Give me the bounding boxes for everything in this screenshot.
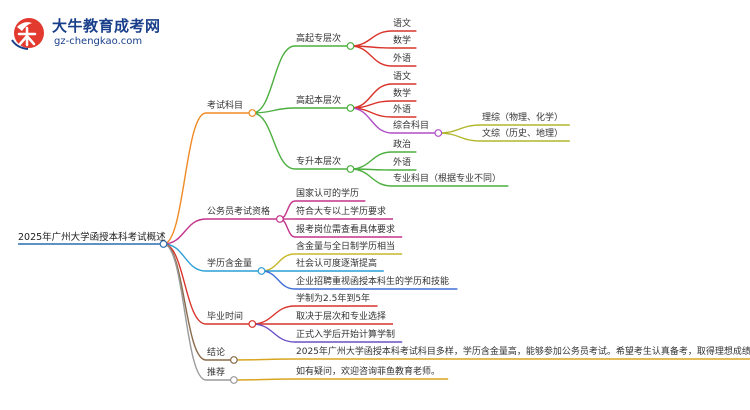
subtopic-connector	[252, 323, 296, 343]
subtopic: 国家认可的学历	[296, 189, 360, 199]
subtopic: 高起专层次	[296, 34, 342, 44]
leaf-connector	[350, 151, 393, 170]
leaf-topic: 外语	[393, 158, 412, 168]
collapse-toggle[interactable]	[346, 165, 355, 173]
subtopic-connector	[233, 358, 296, 361]
subtopic-connector	[252, 107, 296, 114]
subtopic: 企业招聘重视函授本科生的学历和技能	[296, 277, 450, 287]
leaf-topic: 数学	[393, 36, 412, 46]
subtopic: 取决于层次和专业选择	[296, 312, 387, 322]
branch-topic: 结论	[207, 348, 226, 358]
leaf-topic: 外语	[393, 105, 412, 115]
subtopic: 报考岗位需查看具体要求	[296, 225, 396, 235]
collapse-toggle[interactable]	[434, 129, 443, 137]
leaf-connector	[350, 30, 393, 47]
leaf-topic: 政治	[393, 140, 412, 150]
leaf-topic: 专业科目（根据专业不同）	[393, 174, 502, 184]
branch-topic: 考试科目	[207, 101, 244, 111]
leaf-connector	[350, 168, 393, 187]
branch-connector	[163, 243, 207, 381]
collapse-toggle[interactable]	[159, 240, 168, 248]
leaf-topic: 综合科目	[393, 121, 430, 131]
leaf-topic: 外语	[393, 54, 412, 64]
subtopic: 正式入学后开始计算学制	[296, 330, 396, 340]
detail-topic: 理综（物理、化学）	[482, 113, 564, 123]
subtopic: 含金量与全日制学历相当	[296, 242, 396, 252]
leaf-connector	[350, 107, 393, 134]
collapse-toggle[interactable]	[346, 104, 355, 112]
subtopic: 专升本层次	[296, 157, 342, 167]
subtopic: 社会认可度逐渐提高	[296, 259, 378, 269]
subtopic-connector	[261, 270, 296, 290]
branch-connector	[163, 243, 207, 272]
subtopic: 符合大专以上学历要求	[296, 207, 387, 217]
detail-connector	[438, 132, 482, 142]
brand-logo: 大牛教育成考网 gz-chengkao.com	[8, 14, 188, 54]
root-topic: 2025年广州大学函授本科考试概述	[18, 232, 166, 243]
logo-mark-icon	[11, 18, 44, 50]
detail-connector	[438, 124, 482, 134]
subtopic-connector	[252, 45, 296, 114]
detail-topic: 文综（历史、地理）	[482, 129, 564, 139]
leaf-topic: 语文	[393, 72, 412, 82]
collapse-toggle[interactable]	[229, 376, 238, 384]
branch-topic: 推荐	[207, 368, 226, 378]
leaf-connector	[350, 45, 393, 67]
collapse-toggle[interactable]	[276, 215, 284, 223]
subtopic-connector	[261, 253, 296, 272]
collapse-toggle[interactable]	[248, 320, 257, 328]
logo-title: 大牛教育成考网	[52, 17, 161, 35]
subtopic: 如有疑问，欢迎咨询菲鱼教育老师。	[296, 367, 441, 377]
branch-topic: 学历含金量	[207, 259, 253, 269]
branch-connector	[163, 218, 207, 245]
branch-topic: 毕业时间	[207, 312, 244, 322]
subtopic: 2025年广州大学函授本科考试科目多样，学历含金量高，能够参加公务员考试。希望考…	[296, 347, 750, 357]
collapse-toggle[interactable]	[257, 267, 266, 275]
subtopic: 高起本层次	[296, 96, 342, 106]
collapse-toggle[interactable]	[346, 42, 355, 50]
collapse-toggle[interactable]	[248, 109, 257, 117]
collapse-toggle[interactable]	[229, 356, 238, 364]
branch-topic: 公务员考试资格	[207, 207, 271, 217]
leaf-topic: 语文	[393, 19, 412, 29]
branch-connector	[163, 112, 207, 245]
subtopic: 学制为2.5年到5年	[296, 294, 371, 304]
leaf-topic: 数学	[393, 89, 412, 99]
logo-url: gz-chengkao.com	[54, 36, 143, 47]
branch-connector	[163, 243, 207, 361]
subtopic-connector	[252, 305, 296, 325]
subtopic-connector	[233, 378, 296, 381]
subtopic-connector	[252, 112, 296, 170]
